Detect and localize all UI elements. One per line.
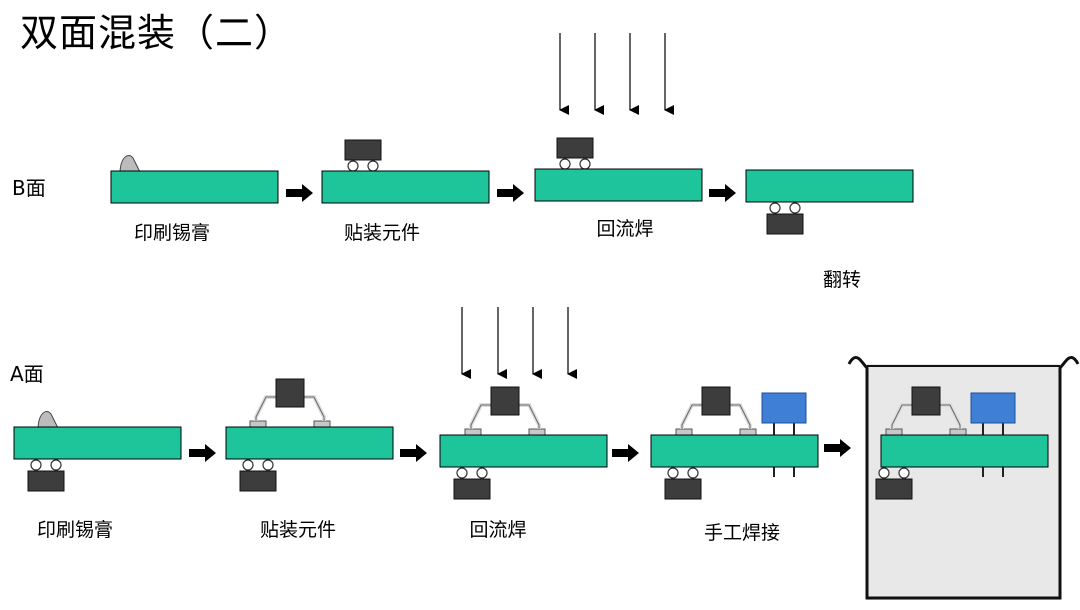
a2-chip-underside xyxy=(239,459,277,492)
a1-chip-underside xyxy=(27,459,65,492)
a2-ic xyxy=(249,378,331,428)
ic-lead xyxy=(469,403,491,429)
b4-board xyxy=(745,169,914,203)
solder-joint xyxy=(878,467,890,479)
chip-body xyxy=(875,478,913,500)
ic-lead xyxy=(680,403,702,429)
b1-board xyxy=(110,170,279,204)
capacitor-body xyxy=(970,392,1016,424)
b4-chip-flipped xyxy=(766,202,804,235)
b3-board xyxy=(534,168,703,202)
ic-lead-outline xyxy=(681,404,702,429)
solder-joint xyxy=(262,459,274,471)
solder-joint xyxy=(456,467,468,479)
b-flow-arrow-2 xyxy=(497,184,524,202)
solder-joint xyxy=(898,467,910,479)
solder-pad xyxy=(885,428,903,436)
solder-joint xyxy=(579,158,591,170)
b-flow-arrow-1 xyxy=(286,184,313,202)
chip-body xyxy=(239,470,277,492)
a-step-4-caption: 手工焊接 xyxy=(703,522,781,544)
b-step-3-caption: 回流焊 xyxy=(596,218,654,240)
chip-body xyxy=(766,213,804,235)
ic-lead xyxy=(519,403,541,429)
solder-joint xyxy=(789,202,801,214)
b2-board xyxy=(321,170,490,204)
ic-lead-outline xyxy=(304,396,325,421)
a2-board xyxy=(225,426,394,460)
a-step-3-caption: 回流焊 xyxy=(469,519,527,541)
chip-body xyxy=(27,470,65,492)
solder-pad xyxy=(675,428,693,436)
b1-solder-paste xyxy=(119,155,141,173)
solder-pad xyxy=(949,428,967,436)
chip-body xyxy=(556,137,594,159)
a-step-2-caption: 贴装元件 xyxy=(259,519,337,541)
a3-board xyxy=(439,434,608,468)
solder-joint xyxy=(242,459,254,471)
a-flow-arrow-2 xyxy=(400,444,427,462)
b3-chip xyxy=(556,137,594,170)
solder-joint xyxy=(50,459,62,471)
solder-joint xyxy=(367,160,379,172)
ic-body xyxy=(911,386,941,416)
a3-heat-arrows xyxy=(461,307,577,379)
a4-board xyxy=(650,434,819,468)
a5-ic xyxy=(885,386,967,436)
solder-joint xyxy=(30,459,42,471)
ic-lead-outline xyxy=(891,404,912,429)
ic-lead-outline xyxy=(255,396,276,421)
a5-capacitor xyxy=(970,392,1016,477)
ic-lead-outline xyxy=(730,404,751,429)
ic-body xyxy=(490,386,520,416)
a-flow-arrow-3 xyxy=(612,444,639,462)
b-flow-arrow-3 xyxy=(709,184,736,202)
solder-joint xyxy=(476,467,488,479)
solder-pad xyxy=(739,428,757,436)
b-step-4-caption: 翻转 xyxy=(822,269,862,291)
solder-joint xyxy=(769,202,781,214)
solder-pad xyxy=(249,420,267,428)
a4-ic xyxy=(675,386,757,436)
chip-body xyxy=(453,478,491,500)
a-flow-arrow-1 xyxy=(189,444,216,462)
ic-lead xyxy=(304,395,326,421)
a5-board xyxy=(880,434,1049,468)
chip-body xyxy=(664,478,702,500)
b-step-1-caption: 印刷锡膏 xyxy=(133,222,211,244)
a5-chip-underside xyxy=(875,467,913,500)
b3-heat-arrows xyxy=(559,33,674,115)
capacitor-body xyxy=(761,392,807,424)
solder-pad xyxy=(528,428,546,436)
ic-body xyxy=(275,378,305,408)
a3-ic xyxy=(464,386,546,436)
b2-chip xyxy=(344,139,382,172)
solder-joint xyxy=(667,467,679,479)
a-flow-arrow-4 xyxy=(824,439,851,457)
side-b-label: B面 xyxy=(12,176,46,200)
solder-joint xyxy=(687,467,699,479)
side-a-label: A面 xyxy=(10,362,44,386)
solder-joint xyxy=(347,160,359,172)
a-step-1-caption: 印刷锡膏 xyxy=(36,519,114,541)
ic-lead-outline xyxy=(470,404,491,429)
solder-pad xyxy=(464,428,482,436)
ic-lead-outline xyxy=(519,404,540,429)
a4-chip-underside xyxy=(664,467,702,500)
chip-body xyxy=(344,139,382,161)
page-title: 双面混装（二） xyxy=(20,11,294,55)
a3-chip-underside xyxy=(453,467,491,500)
b-step-2-caption: 贴装元件 xyxy=(343,222,421,244)
solder-pad xyxy=(313,420,331,428)
ic-lead-outline xyxy=(940,404,961,429)
a1-solder-paste xyxy=(37,411,59,429)
ic-body xyxy=(701,386,731,416)
ic-lead xyxy=(254,395,276,421)
solder-joint xyxy=(559,158,571,170)
tank-outline xyxy=(847,356,1080,600)
a1-board xyxy=(13,426,182,460)
ic-lead xyxy=(730,403,752,429)
